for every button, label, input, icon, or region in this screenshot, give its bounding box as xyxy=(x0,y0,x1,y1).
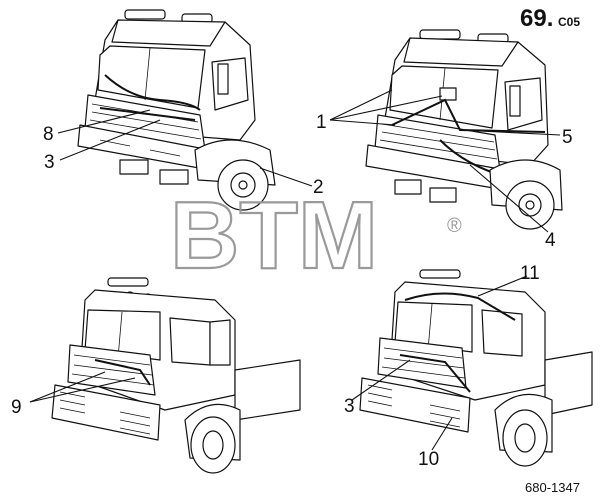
callout-5: 5 xyxy=(562,127,573,148)
watermark: BTM ® xyxy=(169,181,462,290)
cab-view-top-left xyxy=(77,9,276,211)
cab-view-bottom-left xyxy=(51,277,301,474)
watermark-registered-mark: ® xyxy=(447,215,462,237)
callout-3-bottom: 3 xyxy=(344,396,355,417)
document-number: 680-1347 xyxy=(525,480,580,495)
callout-10: 10 xyxy=(418,449,439,470)
callout-3-top: 3 xyxy=(44,152,55,173)
callout-11: 11 xyxy=(520,263,540,284)
callout-1: 1 xyxy=(316,112,327,133)
cab-view-bottom-right xyxy=(359,269,593,467)
leaders-bottom-left xyxy=(29,371,136,403)
page-code-suffix: C05 xyxy=(558,15,580,29)
callout-2: 2 xyxy=(313,177,324,198)
leaders-top-right xyxy=(329,89,561,233)
page-code: 69. C05 xyxy=(520,5,580,32)
watermark-text: BTM xyxy=(170,182,378,289)
callout-9: 9 xyxy=(11,397,22,418)
leaders-bottom-right xyxy=(351,275,528,451)
callout-8: 8 xyxy=(43,124,54,145)
cab-view-top-right xyxy=(365,29,563,230)
callout-4: 4 xyxy=(545,230,556,251)
page-code-main: 69. xyxy=(520,5,553,32)
leaders-top-left xyxy=(57,109,313,187)
